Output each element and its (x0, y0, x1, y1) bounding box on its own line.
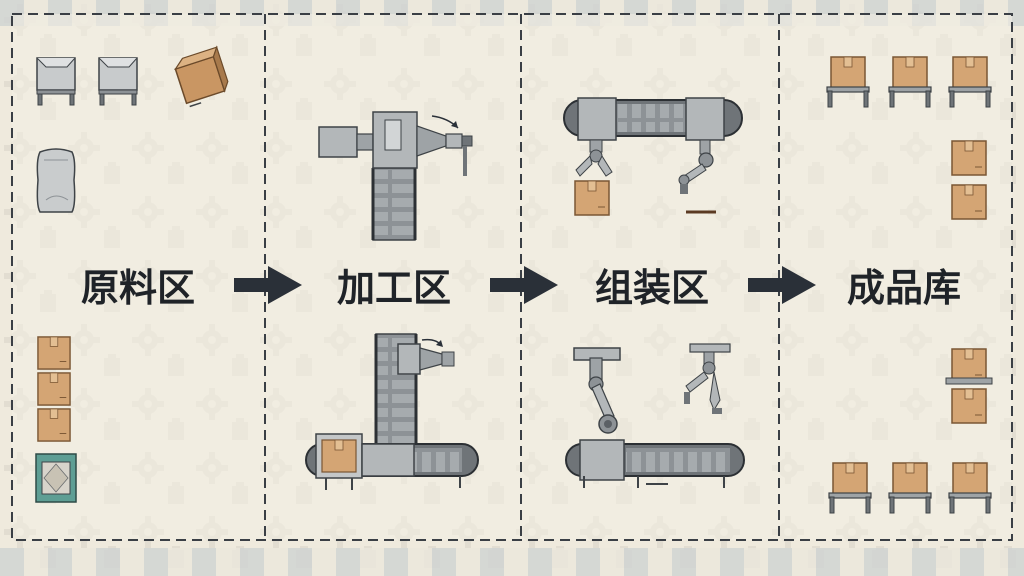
zone-label-assembly: 组装区 (595, 266, 709, 310)
outer-frame (11, 13, 1013, 541)
assembly-arm-right (678, 139, 716, 214)
raw-cart (35, 453, 77, 503)
raw-box-3 (37, 408, 71, 442)
finished-box-1 (951, 140, 987, 176)
raw-crate-tilted (173, 45, 229, 108)
assembly-conveyor-bottom (565, 439, 745, 488)
process-machine-bottom (397, 338, 455, 375)
process-zone-items (305, 111, 479, 490)
assembly-gripper-left (575, 139, 613, 177)
raw-box-2 (37, 372, 71, 406)
finished-box-2 (951, 184, 987, 220)
raw-box-1 (37, 336, 71, 370)
assembly-zone-items (563, 97, 745, 488)
assembly-arm-large (573, 347, 621, 434)
flow-arrow-3 (748, 266, 816, 304)
raw-zone-items (35, 45, 229, 503)
process-machine-top (318, 111, 473, 176)
raw-sack (36, 148, 76, 213)
flow-arrow-1 (234, 266, 302, 304)
finished-zone-items (826, 56, 993, 514)
zone-label-raw: 原料区 (81, 266, 195, 310)
assembly-arm-small (684, 343, 731, 414)
zone-label-finished: 成品库 (847, 266, 961, 310)
zone-label-process: 加工区 (337, 266, 451, 310)
flow-arrow-2 (490, 266, 558, 304)
assembly-conveyor-top (563, 97, 743, 141)
process-conveyor-top (372, 167, 416, 241)
finished-box-4 (951, 388, 987, 424)
process-station (315, 433, 415, 490)
assembly-box (574, 180, 610, 216)
